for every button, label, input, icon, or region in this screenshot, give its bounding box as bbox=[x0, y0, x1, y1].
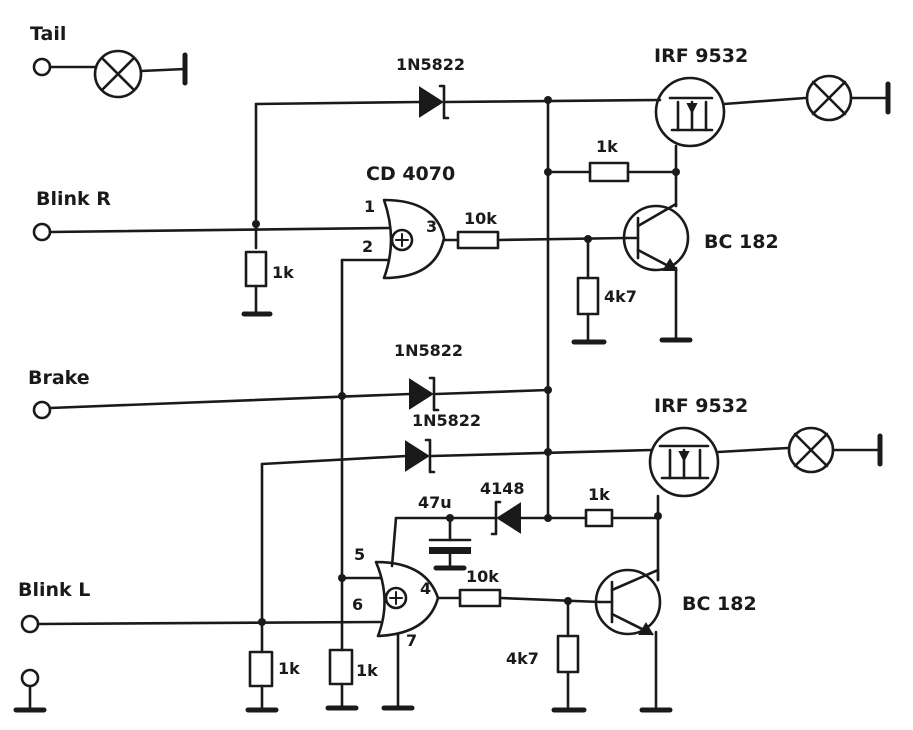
blink-l-label: Blink L bbox=[18, 579, 90, 601]
diode-left bbox=[405, 438, 436, 474]
mosfet-bottom-label: IRF 9532 bbox=[654, 395, 748, 417]
base-resistor-top-value: 10k bbox=[464, 209, 497, 228]
diode-left-label: 1N5822 bbox=[412, 411, 481, 430]
pulldown-base-top-value: 4k7 bbox=[604, 287, 637, 306]
mosfet-top-icon bbox=[654, 76, 726, 180]
gate-resistor-bottom bbox=[584, 508, 614, 528]
ground-terminal bbox=[13, 668, 47, 713]
brake-terminal-icon bbox=[32, 400, 52, 420]
bjt-bottom-label: BC 182 bbox=[682, 593, 757, 615]
bjt-top-label: BC 182 bbox=[704, 231, 779, 253]
blink-r-channel: Blink R 1k 1N5822 IRF 9532 bbox=[32, 45, 891, 652]
pin-4: 4 bbox=[420, 579, 431, 598]
bjt-top-icon bbox=[622, 202, 690, 272]
pulldown-base-bottom-value: 4k7 bbox=[506, 649, 539, 668]
gate-ic-label: CD 4070 bbox=[366, 163, 455, 185]
tail-circuit: Tail bbox=[30, 23, 188, 99]
diode-top bbox=[419, 84, 450, 120]
signal-diode bbox=[490, 500, 521, 536]
pulldown-base-bottom bbox=[556, 634, 580, 674]
pin-2: 2 bbox=[362, 237, 373, 256]
blink-l-terminal-icon bbox=[20, 614, 40, 634]
mosfet-top-label: IRF 9532 bbox=[654, 45, 748, 67]
tail-terminal-icon bbox=[32, 57, 52, 77]
blink-r-label: Blink R bbox=[36, 188, 111, 210]
brake-channel: Brake 1N5822 bbox=[28, 341, 552, 420]
blink-r-pulldown-resistor bbox=[244, 250, 268, 288]
gate-resistor-top bbox=[588, 161, 630, 183]
pin-1: 1 bbox=[364, 197, 375, 216]
terminal-icon bbox=[20, 668, 40, 688]
pin-7: 7 bbox=[406, 631, 417, 650]
bjt-bottom-icon bbox=[594, 568, 662, 636]
diode-top-label: 1N5822 bbox=[396, 55, 465, 74]
gate-resistor-top-value: 1k bbox=[596, 137, 618, 156]
blink-l-channel: Blink L 1N5822 1k 1k I bbox=[18, 395, 883, 713]
pin-5: 5 bbox=[354, 545, 365, 564]
brake-pulldown-value: 1k bbox=[356, 661, 378, 680]
xor-gate-top-icon bbox=[382, 198, 446, 280]
tail-label: Tail bbox=[30, 23, 66, 45]
blink-l-pulldown-resistor bbox=[248, 650, 274, 688]
lamp-top-icon bbox=[805, 74, 853, 122]
mosfet-bottom-icon bbox=[648, 426, 720, 498]
base-resistor-bottom-value: 10k bbox=[466, 567, 499, 586]
diode-brake-label: 1N5822 bbox=[394, 341, 463, 360]
capacitor-label: 47u bbox=[418, 493, 452, 512]
lamp-bottom-icon bbox=[787, 426, 835, 474]
blink-r-pulldown-value: 1k bbox=[272, 263, 294, 282]
tail-lamp-icon bbox=[93, 49, 143, 99]
signal-diode-label: 4148 bbox=[480, 479, 525, 498]
diode-brake bbox=[409, 376, 440, 412]
pulldown-base-top bbox=[576, 276, 600, 316]
brake-label: Brake bbox=[28, 367, 90, 389]
base-resistor-bottom bbox=[458, 588, 502, 608]
gate-resistor-bottom-value: 1k bbox=[588, 485, 610, 504]
blink-r-terminal-icon bbox=[32, 222, 52, 242]
xor-gate-bottom-icon bbox=[374, 560, 440, 638]
pin-6: 6 bbox=[352, 595, 363, 614]
pin-3: 3 bbox=[426, 217, 437, 236]
base-resistor-top bbox=[456, 230, 500, 250]
blink-l-pulldown-value: 1k bbox=[278, 659, 300, 678]
brake-pulldown-resistor bbox=[328, 648, 354, 686]
